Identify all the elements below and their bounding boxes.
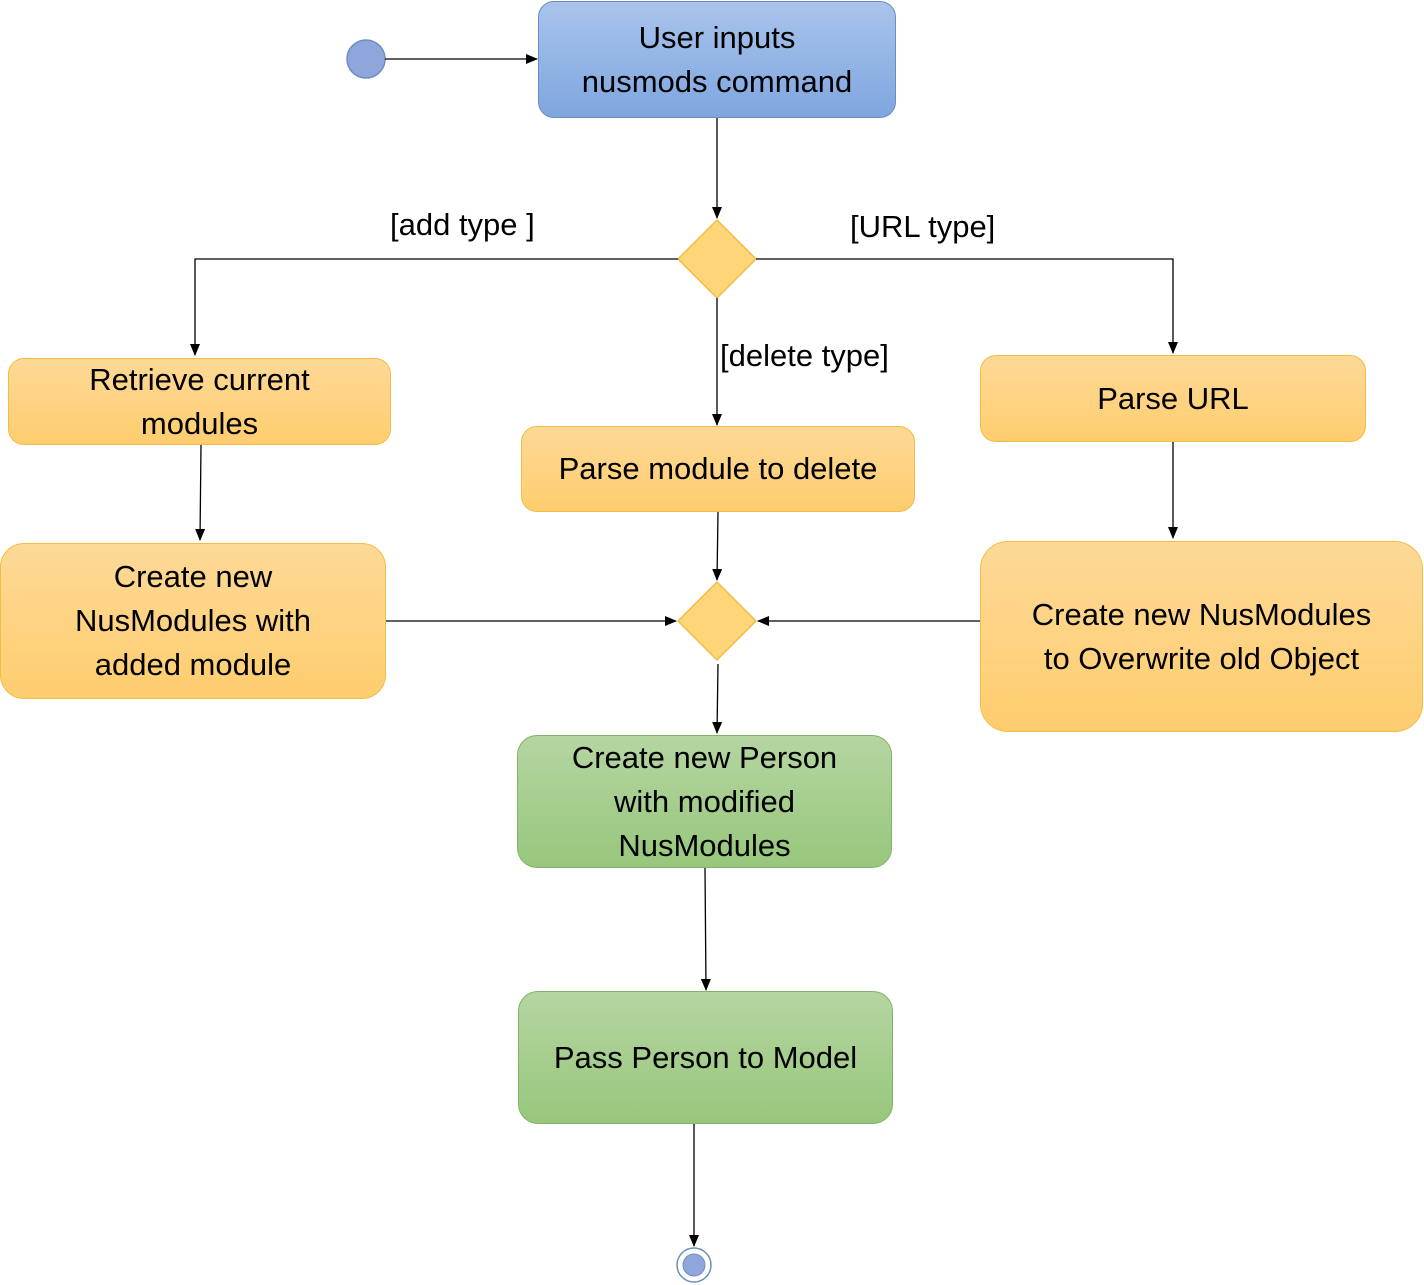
decision-node-branch bbox=[676, 218, 758, 300]
action-create-added-label: Create new NusModules with added module bbox=[74, 559, 312, 682]
edge-merge-to-create-person bbox=[712, 663, 723, 734]
edge-parse-delete-to-merge bbox=[712, 511, 723, 581]
action-parse-url-label: Parse URL bbox=[1097, 380, 1249, 416]
action-pass-person: Pass Person to Model bbox=[518, 991, 893, 1124]
action-pass-person-label: Pass Person to Model bbox=[553, 1039, 858, 1075]
edge-retrieve-to-create-added bbox=[195, 444, 206, 541]
action-parse-delete: Parse module to delete bbox=[521, 426, 915, 512]
action-create-added: Create new NusModules with added module bbox=[0, 543, 386, 699]
action-create-person: Create new Person with modified NusModul… bbox=[517, 735, 892, 868]
guard-add-type: [add type ] bbox=[390, 207, 535, 242]
edge-decision-to-parse-url bbox=[756, 258, 1178, 354]
initial-node bbox=[346, 39, 386, 79]
action-retrieve-modules: Retrieve current modules bbox=[8, 358, 391, 445]
action-create-overwrite-label: Create new NusModules to Overwrite old O… bbox=[1031, 596, 1372, 676]
edge-decision-to-retrieve bbox=[190, 258, 678, 356]
action-retrieve-modules-label: Retrieve current modules bbox=[89, 361, 310, 441]
action-parse-url: Parse URL bbox=[980, 355, 1366, 442]
action-create-person-label: Create new Person with modified NusModul… bbox=[571, 739, 838, 863]
decision-node-merge bbox=[676, 580, 758, 662]
final-node-inner bbox=[682, 1253, 706, 1277]
action-user-inputs: User inputs nusmods command bbox=[538, 1, 896, 118]
guard-url-type: [URL type] bbox=[850, 209, 996, 244]
edge-create-person-to-pass bbox=[700, 867, 711, 991]
guard-delete-type: [delete type] bbox=[720, 338, 889, 373]
action-parse-delete-label: Parse module to delete bbox=[558, 451, 878, 486]
action-user-inputs-label: User inputs nusmods command bbox=[581, 19, 853, 99]
action-create-overwrite: Create new NusModules to Overwrite old O… bbox=[980, 541, 1423, 732]
